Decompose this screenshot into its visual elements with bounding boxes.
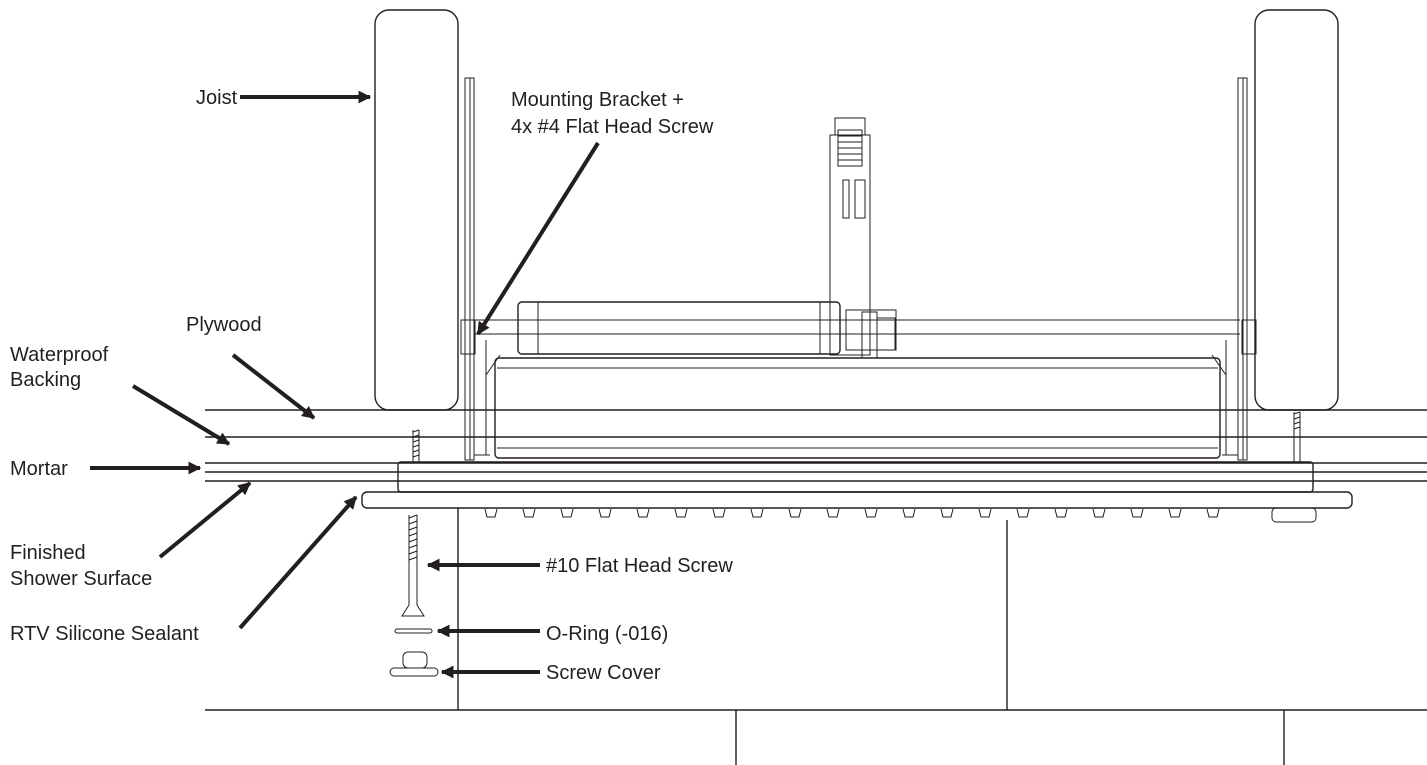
label-plywood: Plywood — [186, 314, 262, 336]
spray-nozzles — [484, 507, 1317, 523]
label-screw-cover: Screw Cover — [546, 662, 661, 684]
callout-arrows — [90, 90, 600, 679]
o-ring — [394, 628, 433, 634]
mounted-screw-right — [1293, 411, 1301, 462]
label-waterproof-line2: Backing — [10, 369, 82, 391]
label-bracket-line1: Mounting Bracket + — [511, 89, 684, 111]
face-plate — [361, 491, 1353, 509]
screw-cover — [389, 651, 439, 677]
wall-tiles — [205, 508, 1427, 765]
label-screw-10: #10 Flat Head Screw — [546, 555, 733, 577]
trim-plate — [397, 461, 1314, 493]
joist-left — [374, 9, 459, 411]
label-finished-line1: Finished — [10, 542, 86, 564]
label-o-ring: O-Ring (-016) — [546, 623, 669, 645]
mounting-bracket-right — [1211, 77, 1257, 461]
control-box — [517, 301, 841, 355]
label-finished-line2: Shower Surface — [10, 568, 153, 590]
inlet-pipe — [829, 117, 897, 359]
label-rtv-silicone-sealant: RTV Silicone Sealant — [10, 623, 199, 645]
mounted-screw-left — [412, 429, 420, 462]
joist-right — [1254, 9, 1339, 411]
mounting-bracket-left — [460, 77, 501, 461]
label-joist: Joist — [196, 87, 238, 109]
label-bracket-line2: 4x #4 Flat Head Screw — [511, 116, 714, 138]
label-mortar: Mortar — [10, 458, 68, 480]
screw-10-flat-head — [401, 514, 425, 617]
shower-head-housing — [494, 357, 1221, 459]
ceiling-layers — [205, 409, 1427, 482]
label-waterproof-line1: Waterproof — [10, 344, 109, 366]
